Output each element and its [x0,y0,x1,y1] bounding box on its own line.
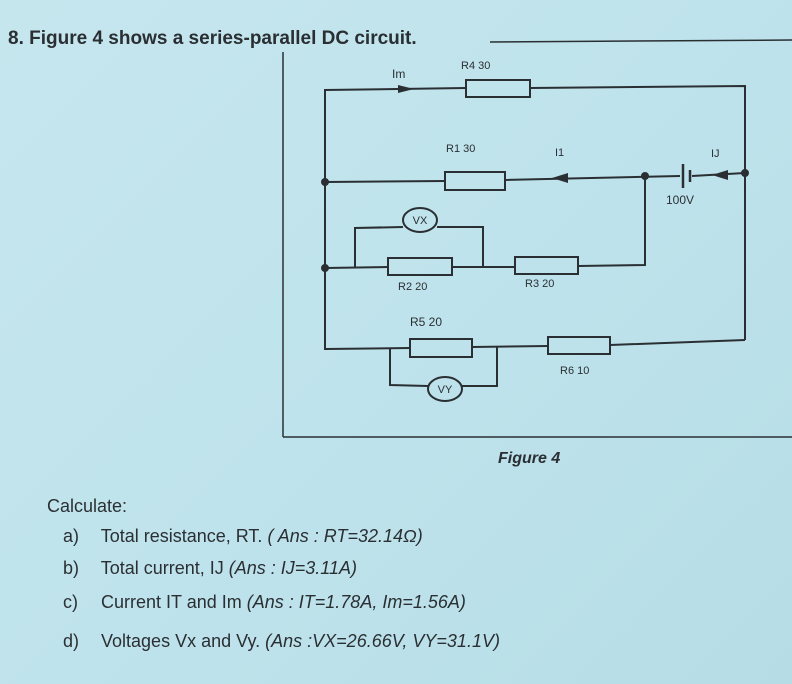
part-answer: (Ans : IT=1.78A, Im=1.56A) [246,592,466,612]
label-im: Im [392,67,405,81]
label-r3: R3 20 [525,278,554,290]
part-text: Current IT and Im [101,592,242,612]
resistor-r6 [547,336,611,355]
resistor-r2 [387,257,453,276]
label-i1: I1 [555,147,564,159]
label-r6: R6 10 [560,365,589,377]
wire-vx-loop [354,226,484,267]
label-r4: R4 30 [461,60,490,72]
title-underline [489,39,792,43]
part-label: b) [63,558,80,578]
part-answer: ( Ans : RT=32.14Ω) [267,526,423,546]
label-r1: R1 30 [446,143,475,155]
label-ij: IJ [711,148,720,160]
question-part-c: c) Current IT and Im (Ans : IT=1.78A, Im… [63,592,466,613]
question-part-a: a) Total resistance, RT. ( Ans : RT=32.1… [63,526,423,547]
arrow-im-icon [398,85,414,93]
voltmeter-vy [427,376,463,402]
part-answer: (Ans :VX=26.66V, VY=31.1V) [265,631,500,651]
part-answer: (Ans : IJ=3.11A) [228,558,357,578]
node [321,178,329,186]
part-text: Total resistance, RT. [100,526,263,546]
question-part-d: d) Voltages Vx and Vy. (Ans :VX=26.66V, … [63,631,500,652]
question-part-b: b) Total current, IJ (Ans : IJ=3.11A) [63,558,357,579]
label-r2: R2 20 [398,281,427,293]
node [321,264,329,272]
arrow-ij-icon [712,170,728,180]
wire-top-branch [324,84,746,350]
part-label: a) [63,526,80,546]
question-title: 8. Figure 4 shows a series-parallel DC c… [8,28,417,49]
label-vx: VX [413,215,428,227]
label-source: 100V [666,193,694,207]
wire-vy-loop [389,347,498,387]
figure-caption: Figure 4 [498,450,561,467]
resistor-r4 [465,79,531,98]
part-text: Voltages Vx and Vy. [101,631,261,651]
part-text: Total current, IJ [100,558,224,578]
part-label: d) [63,631,80,651]
resistor-r1 [444,171,506,191]
wire-row4 [324,339,746,350]
label-r5: R5 20 [410,315,442,329]
resistor-r3 [514,256,579,275]
node [741,169,749,177]
part-label: c) [63,592,78,612]
calculate-label: Calculate: [47,496,128,516]
resistor-r5 [409,338,473,358]
label-vy: VY [438,384,453,396]
voltmeter-vx [402,207,438,233]
arrow-i1-icon [552,173,568,183]
